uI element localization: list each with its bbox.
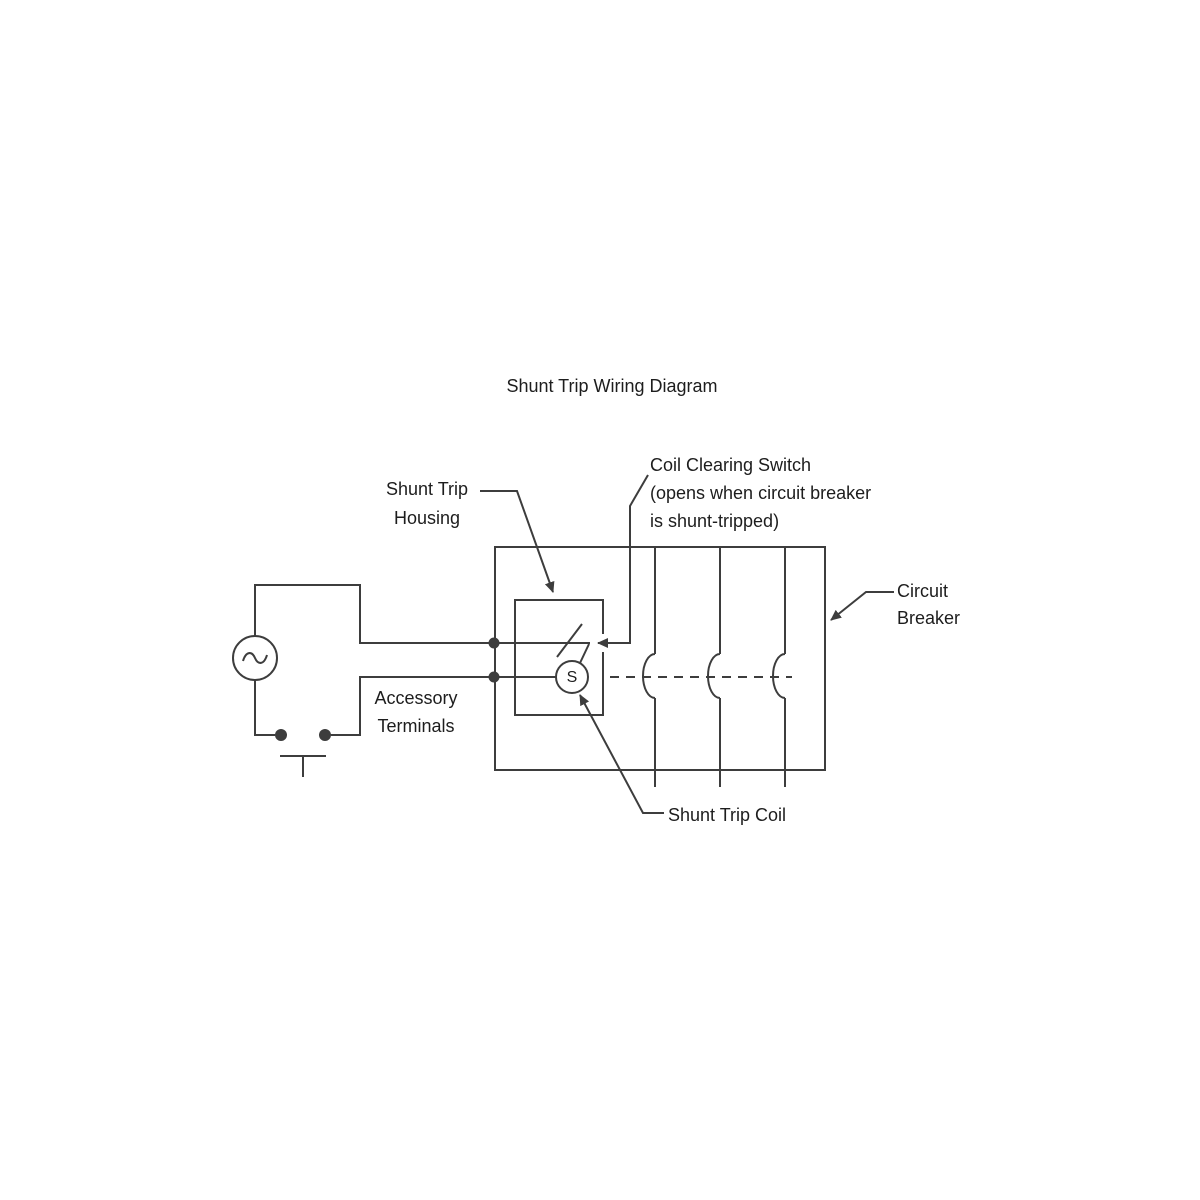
- breaker-pole-2: [707, 547, 721, 787]
- circuit-breaker-label: Circuit Breaker: [897, 578, 960, 632]
- coil-clearing-switch-label-line1: Coil Clearing Switch: [650, 455, 812, 475]
- breaker-pole-1: [642, 547, 656, 787]
- wire-top: [254, 584, 544, 644]
- coil-clearing-switch-label-line3: is shunt-tripped): [650, 511, 780, 531]
- junction-dot-top: [488, 637, 500, 649]
- shunt-trip-housing-label-line2: Housing: [393, 508, 461, 528]
- shunt-trip-coil-label-text: Shunt Trip Coil: [668, 805, 787, 825]
- circuit-breaker-label-line2: Breaker: [897, 608, 961, 628]
- shunt-trip-housing-outline: [514, 599, 604, 716]
- wire-bottom-right: [331, 676, 556, 736]
- accessory-terminal-dot-left: [275, 729, 287, 741]
- accessory-terminal-dot-right: [319, 729, 331, 741]
- ac-sine-icon: [242, 652, 268, 664]
- leader-coil-clearing-switch: [597, 474, 649, 648]
- breaker-pole-3: [772, 547, 786, 787]
- leader-circuit-breaker: [830, 591, 894, 621]
- accessory-terminals-label-line1: Accessory: [374, 688, 458, 708]
- circuit-breaker-label-line1: Circuit: [897, 581, 949, 601]
- accessory-terminals-label: Accessory Terminals: [374, 684, 457, 740]
- leader-shunt-trip-housing: [480, 490, 555, 593]
- circuit-breaker-outline: [494, 546, 826, 771]
- coil-clearing-switch-label-line2: (opens when circuit breaker: [650, 483, 872, 503]
- accessory-terminals-label-line2: Terminals: [377, 716, 455, 736]
- switch-to-coil-connector: [579, 643, 590, 664]
- coil-symbol-letter: S: [566, 669, 578, 686]
- shunt-trip-coil-circle: [555, 660, 589, 694]
- shunt-trip-coil-label: Shunt Trip Coil: [668, 801, 786, 829]
- shunt-trip-housing-label: Shunt Trip Housing: [386, 475, 468, 533]
- coil-clearing-switch-icon: [544, 623, 590, 658]
- wire-bottom-left: [254, 680, 275, 736]
- push-button-icon: [280, 755, 326, 777]
- diagram-title: Shunt Trip Wiring Diagram: [506, 372, 717, 400]
- coil-clearing-switch-label: Coil Clearing Switch (opens when circuit…: [650, 451, 871, 535]
- shunt-trip-housing-label-line1: Shunt Trip: [385, 479, 469, 499]
- junction-dot-bottom: [488, 671, 500, 683]
- diagram-title-text: Shunt Trip Wiring Diagram: [506, 376, 718, 396]
- leader-shunt-trip-coil: [579, 694, 664, 814]
